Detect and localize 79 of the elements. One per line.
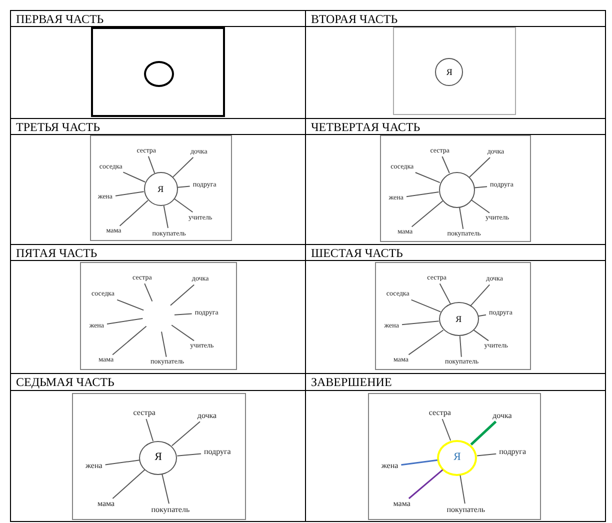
ray-line xyxy=(174,198,194,213)
section-heading: ВТОРАЯ ЧАСТЬ xyxy=(311,13,398,25)
picture-frame xyxy=(90,135,232,241)
word-label: мама xyxy=(94,498,118,510)
ray-line xyxy=(106,318,144,324)
section-heading: ТРЕТЬЯ ЧАСТЬ xyxy=(16,121,100,133)
word-label: покупатель xyxy=(444,504,488,516)
ray-line xyxy=(408,469,444,500)
center-circle: Я xyxy=(139,440,178,474)
ray-line xyxy=(414,172,440,184)
center-circle xyxy=(438,172,474,208)
ray-line xyxy=(410,299,442,312)
word-label: дочка xyxy=(490,410,515,422)
ray-line xyxy=(174,313,192,316)
ray-line xyxy=(161,331,167,358)
ray-line xyxy=(473,330,489,342)
picture-frame xyxy=(380,135,531,242)
ray-line xyxy=(144,283,153,302)
ray-line xyxy=(172,156,194,178)
word-label: мама xyxy=(390,498,414,510)
ray-line xyxy=(469,157,490,178)
ray-line xyxy=(162,474,170,504)
word-label: покупатель xyxy=(148,504,193,516)
picture-frame xyxy=(72,393,246,520)
ray-line xyxy=(116,299,144,311)
ray-line xyxy=(148,156,156,174)
ray-line xyxy=(163,205,168,228)
word-label: подруга xyxy=(496,446,529,458)
word-label: сестра xyxy=(130,407,158,420)
picture-frame xyxy=(393,27,516,115)
ray-line xyxy=(442,418,452,441)
word-label: подруга xyxy=(200,446,234,458)
ray-line xyxy=(115,191,144,196)
ray-line xyxy=(406,192,440,198)
center-circle: Я xyxy=(437,440,478,476)
ray-line xyxy=(459,206,464,230)
section-heading: ПЯТАЯ ЧАСТЬ xyxy=(16,247,98,259)
ray-line xyxy=(439,283,451,304)
picture-frame xyxy=(375,262,531,370)
center-circle xyxy=(144,61,174,87)
ray-line xyxy=(470,199,490,214)
ray-line xyxy=(177,186,190,188)
ray-line xyxy=(470,420,497,446)
word-label: жена xyxy=(378,460,402,472)
ray-line xyxy=(402,320,440,326)
ray-line xyxy=(176,453,202,456)
picture-frame xyxy=(91,27,225,117)
ray-line xyxy=(401,459,438,466)
ray-line xyxy=(476,453,497,456)
word-label: сестра xyxy=(426,407,454,420)
ray-line xyxy=(119,200,148,226)
ray-line xyxy=(470,284,490,306)
word-label: дочка xyxy=(194,410,220,422)
center-circle: Я xyxy=(144,172,178,206)
ray-line xyxy=(474,186,488,188)
ray-line xyxy=(408,330,444,356)
ray-line xyxy=(411,200,444,228)
section-heading: СЕДЬМАЯ ЧАСТЬ xyxy=(16,376,114,388)
section-heading: ЗАВЕРШЕНИЕ xyxy=(311,376,392,388)
ray-line xyxy=(122,172,146,182)
ray-line xyxy=(171,421,200,446)
ray-line xyxy=(478,314,486,317)
ray-line xyxy=(146,418,154,442)
ray-line xyxy=(112,469,146,499)
ray-line xyxy=(459,336,462,358)
ray-line xyxy=(171,324,194,342)
center-circle: Я xyxy=(438,302,479,336)
picture-frame xyxy=(368,393,541,520)
ray-line xyxy=(460,474,466,504)
picture-frame xyxy=(80,262,237,370)
section-heading: ШЕСТАЯ ЧАСТЬ xyxy=(311,247,403,259)
ray-line xyxy=(170,284,195,306)
word-label: жена xyxy=(82,460,106,472)
section-heading: ЧЕТВЕРТАЯ ЧАСТЬ xyxy=(311,121,420,133)
ray-line xyxy=(442,156,450,174)
ray-line xyxy=(112,326,147,356)
ray-line xyxy=(104,460,140,466)
section-heading: ПЕРВАЯ ЧАСТЬ xyxy=(16,13,104,25)
center-circle: Я xyxy=(435,58,464,86)
